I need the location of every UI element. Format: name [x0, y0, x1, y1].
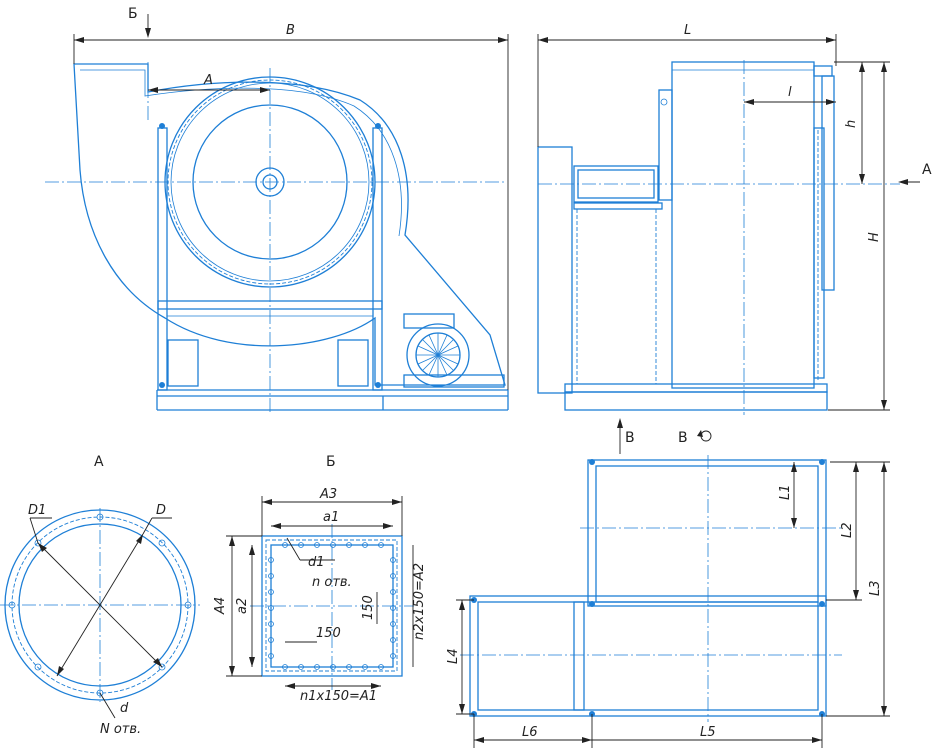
dim-d1-hole: d1 — [308, 555, 325, 570]
side-view — [537, 60, 900, 415]
view-a-flange — [0, 508, 200, 719]
dim-n2: n2x150=A2 — [412, 563, 427, 640]
dim-l1: L1 — [778, 484, 793, 500]
dim-a: A — [203, 73, 213, 88]
dim-pitch-h: 150 — [316, 626, 341, 641]
dim-h-small: h — [844, 120, 859, 128]
section-b-marker: Б — [128, 6, 138, 22]
dim-n1: n1x150=A1 — [300, 689, 377, 704]
view-v-title: В — [678, 430, 688, 446]
dim-n-holes-b: n отв. — [312, 575, 352, 590]
view-b-title: Б — [326, 454, 336, 470]
front-view — [45, 62, 509, 415]
view-b-flange — [226, 496, 414, 690]
dim-l2: L2 — [840, 522, 855, 538]
dim-d1: D1 — [28, 503, 46, 518]
dim-l3: L3 — [868, 580, 883, 596]
dim-a3: A3 — [319, 487, 337, 502]
view-v-marker: В — [625, 430, 635, 446]
dim-l-lower: l — [788, 85, 792, 100]
dim-a1-small: a1 — [323, 510, 339, 525]
view-a-marker: А — [922, 162, 932, 178]
dim-pitch-v: 150 — [361, 595, 376, 620]
dim-n-holes: N отв. — [100, 722, 141, 737]
dim-l6: L6 — [522, 725, 538, 740]
dim-d-hole: d — [120, 701, 129, 716]
dim-a4: A4 — [213, 597, 228, 615]
dim-b: B — [286, 23, 295, 38]
dim-l5: L5 — [700, 725, 716, 740]
front-view-dimensions — [73, 14, 509, 390]
dim-h-total: H — [867, 232, 882, 242]
dim-a2-small: a2 — [235, 598, 250, 614]
view-v-plan — [456, 418, 890, 748]
view-a-title: А — [94, 454, 104, 470]
dim-l4: L4 — [446, 648, 461, 664]
side-view-dimensions — [537, 34, 920, 411]
dim-l-upper: L — [684, 23, 691, 38]
dim-d-outer: D — [156, 503, 166, 518]
